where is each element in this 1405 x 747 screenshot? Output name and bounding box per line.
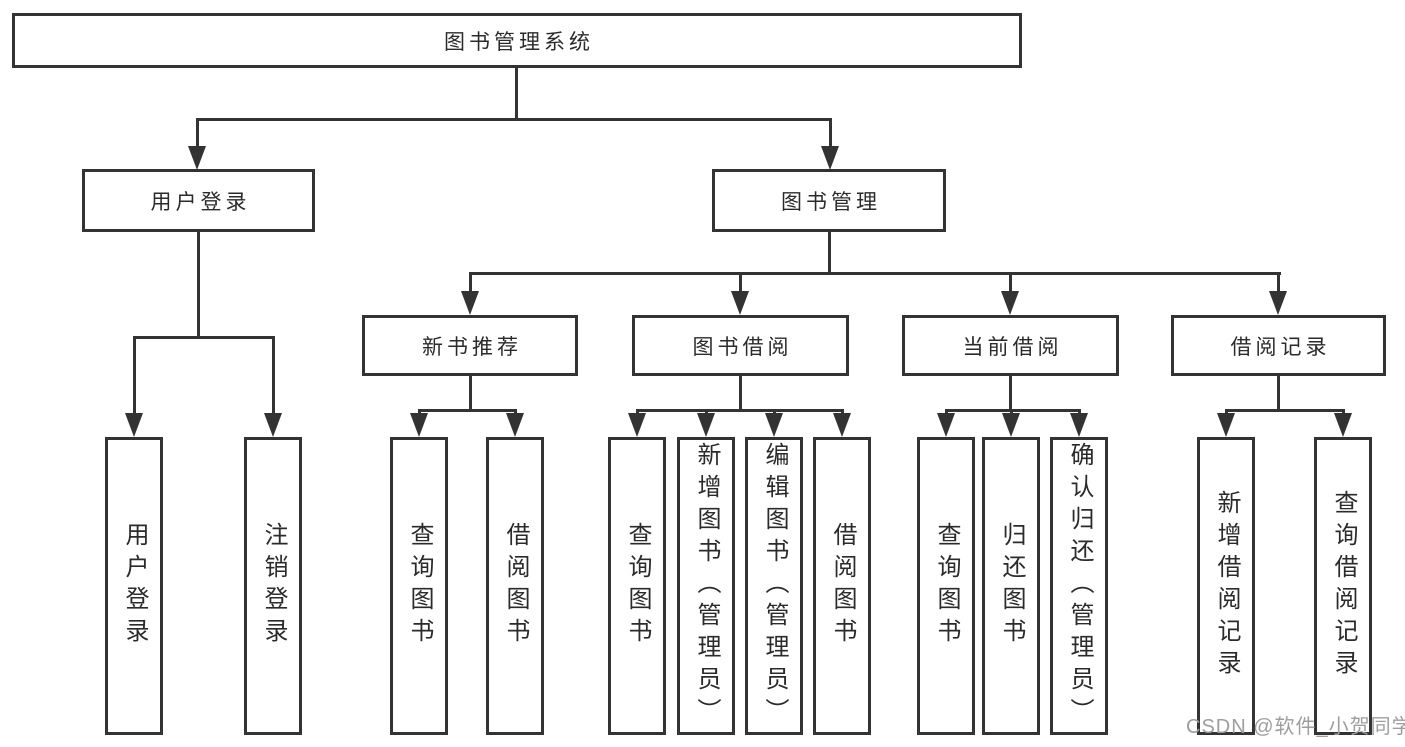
node-query-books-2: 查询图书 (608, 437, 666, 735)
node-label: 编辑图书（管理员） (761, 442, 788, 730)
connector-arrow-shaft (272, 336, 275, 414)
arrow-down-icon (1002, 413, 1020, 437)
connector-arrow-shaft (841, 409, 844, 415)
node-add-book-admin: 新增图书（管理员） (677, 437, 735, 735)
connector-borrowing-horizontal (636, 409, 843, 412)
arrow-down-icon (821, 146, 839, 170)
connector-arrow-shaft (133, 336, 136, 414)
arrow-down-icon (188, 146, 206, 170)
node-logout-leaf: 注销登录 (244, 437, 302, 735)
arrow-down-icon (937, 413, 955, 437)
node-borrowing-records: 借阅记录 (1171, 315, 1386, 376)
node-label: 用户登录 (150, 190, 251, 214)
node-label: 用户登录 (121, 522, 148, 650)
connector-arrow-shaft (469, 272, 472, 292)
node-borrow-books-1: 借阅图书 (486, 437, 544, 735)
node-book-borrowing: 图书借阅 (632, 315, 849, 376)
arrow-down-icon (125, 413, 143, 437)
connector-arrow-shaft (773, 409, 776, 415)
connector-arrow-shaft (945, 409, 948, 415)
node-label: 新书推荐 (422, 335, 522, 359)
node-label: 图书借阅 (692, 335, 793, 359)
connector-arrow-shaft (829, 118, 832, 148)
arrow-down-icon (410, 413, 428, 437)
node-label: 确认归还（管理员） (1066, 442, 1093, 730)
connector-records-horizontal (1225, 409, 1344, 412)
node-query-borrow-record: 查询借阅记录 (1314, 437, 1372, 735)
node-label: 新增图书（管理员） (693, 442, 720, 730)
csdn-watermark: CSDN @软件_小贺同学 (1186, 716, 1405, 738)
node-label: 查询借阅记录 (1330, 490, 1357, 682)
node-new-book-recommend: 新书推荐 (362, 315, 578, 376)
arrow-down-icon (461, 291, 479, 315)
connector-bookmgmt-horizontal (469, 272, 1281, 275)
arrow-down-icon (731, 291, 749, 315)
arrow-down-icon (1334, 413, 1352, 437)
arrow-down-icon (1001, 291, 1019, 315)
node-library-management-system: 图书管理系统 (12, 13, 1022, 68)
arrow-down-icon (833, 413, 851, 437)
arrow-down-icon (628, 413, 646, 437)
node-label: 图书管理系统 (444, 30, 594, 54)
connector-root-horizontal (196, 118, 832, 121)
node-label: 查询图书 (933, 522, 960, 650)
connector-newbook-vertical (469, 376, 472, 409)
arrow-down-icon (1217, 413, 1235, 437)
node-query-books-3: 查询图书 (917, 437, 975, 735)
connector-bookmgmt-vertical (828, 232, 831, 272)
node-label: 借阅图书 (502, 522, 529, 650)
node-label: 归还图书 (998, 522, 1025, 650)
arrow-down-icon (697, 413, 715, 437)
connector-current-vertical (1009, 376, 1012, 409)
connector-arrow-shaft (1225, 409, 1228, 415)
node-book-management: 图书管理 (712, 169, 946, 232)
connector-records-vertical (1277, 376, 1280, 409)
node-edit-book-admin: 编辑图书（管理员） (745, 437, 803, 735)
node-label: 借阅图书 (829, 522, 856, 650)
node-user-login-leaf: 用户登录 (105, 437, 163, 735)
connector-arrow-shaft (1010, 409, 1013, 415)
connector-arrow-shaft (1009, 272, 1012, 292)
node-label: 当前借阅 (962, 335, 1063, 359)
connector-newbook-horizontal (418, 409, 516, 412)
node-return-book: 归还图书 (982, 437, 1040, 735)
connector-arrow-shaft (418, 409, 421, 415)
connector-arrow-shaft (739, 272, 742, 292)
connector-arrow-shaft (1078, 409, 1081, 415)
node-borrow-books-2: 借阅图书 (813, 437, 871, 735)
connector-root-vertical (515, 68, 518, 118)
arrow-down-icon (1070, 413, 1088, 437)
connector-arrow-shaft (636, 409, 639, 415)
connector-arrow-shaft (1277, 272, 1280, 292)
connector-userlogin-vertical (197, 232, 200, 336)
node-label: 注销登录 (260, 522, 287, 650)
node-query-books-1: 查询图书 (390, 437, 448, 735)
node-label: 查询图书 (406, 522, 433, 650)
node-label: 查询图书 (624, 522, 651, 650)
connector-userlogin-horizontal (133, 336, 274, 339)
arrow-down-icon (1269, 291, 1287, 315)
connector-arrow-shaft (196, 118, 199, 148)
connector-arrow-shaft (514, 409, 517, 415)
node-label: 图书管理 (781, 190, 881, 214)
arrow-down-icon (765, 413, 783, 437)
connector-arrow-shaft (705, 409, 708, 415)
node-label: 借阅记录 (1230, 335, 1331, 359)
connector-arrow-shaft (1342, 409, 1345, 415)
node-confirm-return-admin: 确认归还（管理员） (1050, 437, 1108, 735)
node-user-login: 用户登录 (82, 169, 315, 232)
node-label: 新增借阅记录 (1213, 490, 1240, 682)
arrow-down-icon (264, 413, 282, 437)
connector-borrowing-vertical (739, 376, 742, 409)
node-add-borrow-record: 新增借阅记录 (1197, 437, 1255, 735)
arrow-down-icon (506, 413, 524, 437)
node-current-borrowing: 当前借阅 (902, 315, 1119, 376)
